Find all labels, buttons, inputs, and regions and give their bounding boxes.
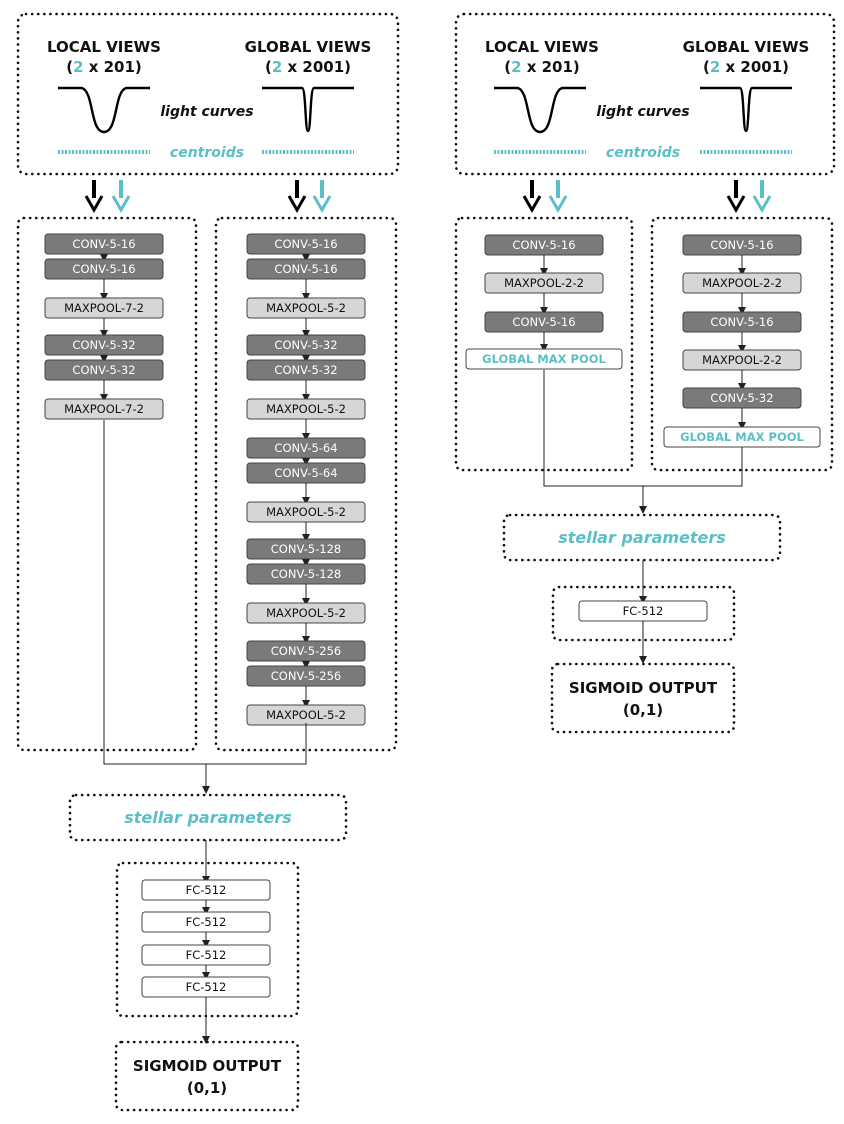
conv-5-256-label: CONV-5-256 [271, 644, 341, 658]
left-output-panel: SIGMOID OUTPUT (0,1) [114, 1040, 300, 1112]
maxpool-7-2-label: MAXPOOL-7-2 [64, 301, 144, 315]
fc-512-label: FC-512 [186, 915, 227, 929]
conv-5-32-label: CONV-5-32 [710, 391, 773, 405]
maxpool-5-2-label: MAXPOOL-5-2 [266, 708, 346, 722]
maxpool-5-2-label: MAXPOOL-5-2 [266, 402, 346, 416]
left-fc-box [115, 861, 300, 1018]
maxpool-5-2-label: MAXPOOL-5-2 [266, 301, 346, 315]
right-fc-box [551, 585, 736, 642]
left-centroids-label: centroids [170, 145, 244, 161]
conv-5-16-label: CONV-5-16 [512, 238, 575, 252]
right-light-curves-label: light curves [596, 104, 689, 120]
maxpool-5-2-label: MAXPOOL-5-2 [266, 505, 346, 519]
right-global-layers: CONV-5-16MAXPOOL-2-2CONV-5-16MAXPOOL-2-2… [663, 234, 821, 448]
conv-5-64-label: CONV-5-64 [274, 466, 337, 480]
right-input-arrows [522, 180, 772, 214]
conv-5-128-label: CONV-5-128 [271, 567, 341, 581]
conv-5-16-label: CONV-5-16 [710, 238, 773, 252]
right-stellar-panel: stellar parameters [502, 513, 782, 562]
right-local-views-size: (2 x 201) [504, 58, 580, 76]
right-stellar-parameters: stellar parameters [558, 528, 726, 547]
conv-5-16-label: CONV-5-16 [274, 237, 337, 251]
left-local-light-curve [58, 86, 150, 134]
left-local-column-box [16, 216, 198, 752]
maxpool-2-2-label: MAXPOOL-2-2 [702, 353, 782, 367]
left-local-layers: CONV-5-16CONV-5-16MAXPOOL-7-2CONV-5-32CO… [44, 233, 164, 420]
left-global-views-size: (2 x 2001) [265, 58, 351, 76]
conv-5-16-label: CONV-5-16 [72, 262, 135, 276]
global-max-pool-label: GLOBAL MAX POOL [482, 352, 606, 366]
right-global-views-title: GLOBAL VIEWS [683, 38, 810, 56]
left-diagram: LOCAL VIEWS (2 x 201) GLOBAL VIEWS (2 x … [16, 12, 400, 1112]
conv-5-32-label: CONV-5-32 [274, 363, 337, 377]
right-input-box [454, 12, 836, 176]
right-diagram: LOCAL VIEWS (2 x 201) GLOBAL VIEWS (2 x … [454, 12, 836, 734]
left-local-views-size: (2 x 201) [66, 58, 142, 76]
right-centroids-label: centroids [606, 145, 680, 161]
fc-512-label: FC-512 [186, 948, 227, 962]
conv-5-16-label: CONV-5-16 [72, 237, 135, 251]
fc-512-label: FC-512 [623, 604, 664, 618]
conv-5-16-label: CONV-5-16 [274, 262, 337, 276]
left-global-layers: CONV-5-16CONV-5-16MAXPOOL-5-2CONV-5-32CO… [246, 233, 366, 726]
left-merge-lines [103, 420, 307, 794]
left-input-box [16, 12, 400, 176]
right-local-column-box [454, 216, 634, 472]
global-max-pool-layer [465, 348, 623, 370]
right-local-views-title: LOCAL VIEWS [485, 38, 599, 56]
right-stellar-box [502, 513, 782, 562]
maxpool-layer [44, 398, 164, 420]
right-global-light-curve [700, 86, 792, 133]
fc-512-label: FC-512 [186, 883, 227, 897]
conv-5-16-label: CONV-5-16 [512, 315, 575, 329]
right-global-views-size: (2 x 2001) [703, 58, 789, 76]
left-stellar-parameters: stellar parameters [124, 808, 292, 827]
left-input-panel: LOCAL VIEWS (2 x 201) GLOBAL VIEWS (2 x … [16, 12, 400, 176]
left-output-title: SIGMOID OUTPUT [133, 1057, 282, 1075]
left-output-range: (0,1) [187, 1079, 227, 1097]
right-output-range: (0,1) [623, 701, 663, 719]
conv-5-32-label: CONV-5-32 [72, 363, 135, 377]
right-output-panel: SIGMOID OUTPUT (0,1) [550, 662, 736, 734]
conv-5-64-label: CONV-5-64 [274, 441, 337, 455]
fc-512-label: FC-512 [186, 980, 227, 994]
maxpool-2-2-label: MAXPOOL-2-2 [504, 276, 584, 290]
conv-5-32-label: CONV-5-32 [274, 338, 337, 352]
left-stellar-box [68, 793, 348, 842]
left-global-light-curve [262, 86, 354, 133]
left-global-views-title: GLOBAL VIEWS [245, 38, 372, 56]
right-merge-lines [543, 370, 743, 514]
conv-5-256-label: CONV-5-256 [271, 669, 341, 683]
maxpool-5-2-label: MAXPOOL-5-2 [266, 606, 346, 620]
right-fc-layers: FC-512 [578, 600, 708, 622]
maxpool-7-2-label: MAXPOOL-7-2 [64, 402, 144, 416]
left-output-box [114, 1040, 300, 1112]
left-input-arrows [84, 180, 332, 214]
right-input-panel: LOCAL VIEWS (2 x 201) GLOBAL VIEWS (2 x … [454, 12, 836, 176]
conv-5-128-label: CONV-5-128 [271, 542, 341, 556]
right-output-title: SIGMOID OUTPUT [569, 679, 718, 697]
right-output-box [550, 662, 736, 734]
left-local-views-title: LOCAL VIEWS [47, 38, 161, 56]
global-max-pool-label: GLOBAL MAX POOL [680, 430, 804, 444]
right-local-light-curve [494, 86, 586, 134]
left-stellar-panel: stellar parameters [68, 793, 348, 842]
maxpool-2-2-label: MAXPOOL-2-2 [702, 276, 782, 290]
left-light-curves-label: light curves [160, 104, 253, 120]
conv-5-16-label: CONV-5-16 [710, 315, 773, 329]
conv-5-32-label: CONV-5-32 [72, 338, 135, 352]
